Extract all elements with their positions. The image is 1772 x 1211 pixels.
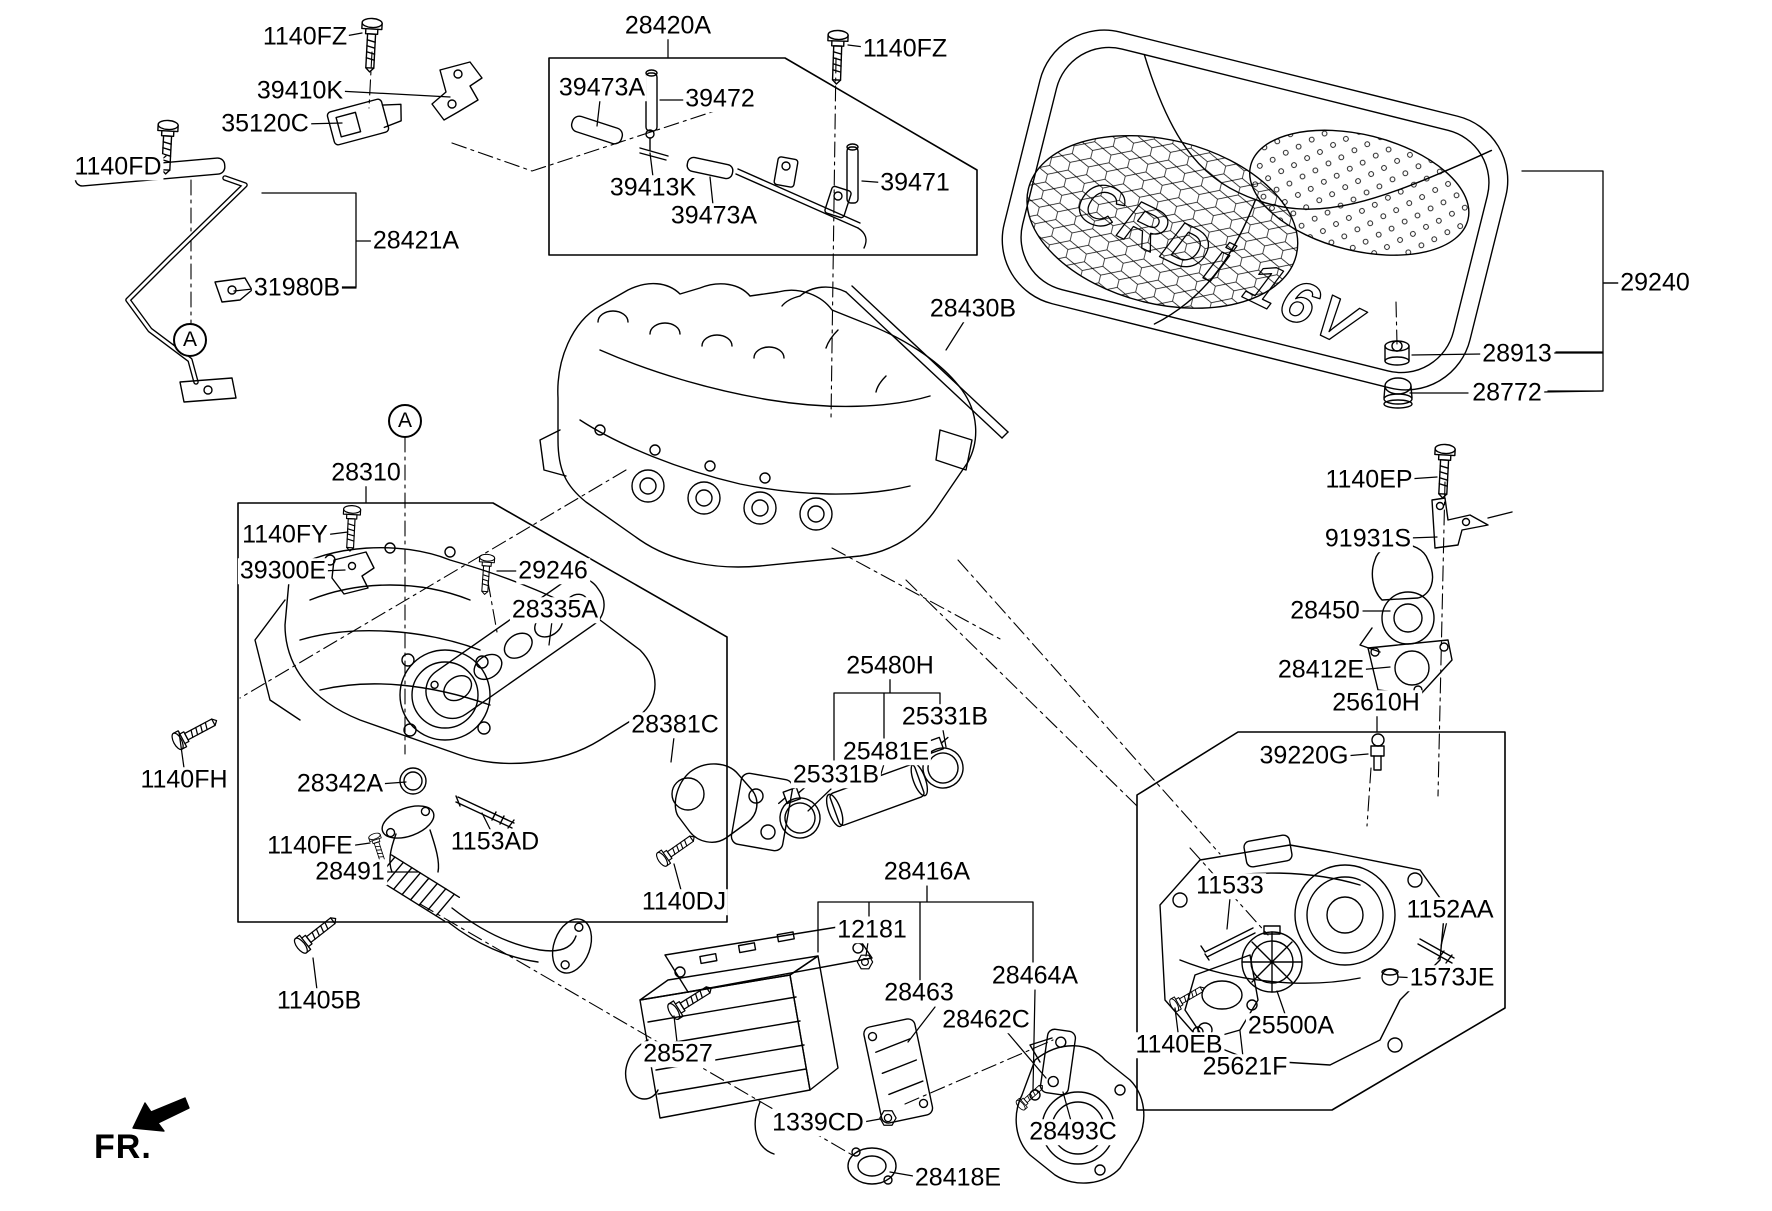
- assembly-box-28420A: [548, 57, 978, 256]
- bracket-lines: [261, 170, 1627, 981]
- water-outlet-drawing: [1159, 733, 1455, 1066]
- egr-cooler-drawing: [625, 924, 1145, 1185]
- assembly-box-25610H: [1136, 731, 1506, 1111]
- construction-lines: [190, 51, 1446, 1157]
- water-hose-25480H-drawing: [770, 732, 970, 845]
- front-direction-arrow: [132, 1097, 190, 1132]
- cover-grommet-28913: [1384, 340, 1410, 366]
- camshaft-sensor-group-drawing: [326, 17, 483, 146]
- front-direction-label: FR.: [94, 1128, 152, 1166]
- engine-cover-drawing: CRDi 16V: [1001, 29, 1509, 409]
- vacuum-pipe-28421A-drawing: [74, 119, 253, 403]
- glow-plug-harness-drawing: [781, 285, 1009, 439]
- intake-manifold-drawing: [169, 504, 794, 974]
- assembly-box-28310: [237, 502, 728, 923]
- cover-grommet-28772: [1383, 377, 1413, 409]
- hose-assembly-28420A-drawing: [570, 29, 867, 249]
- engine-block-drawing: [539, 283, 977, 568]
- egr-valve-28450-drawing: [1359, 443, 1513, 696]
